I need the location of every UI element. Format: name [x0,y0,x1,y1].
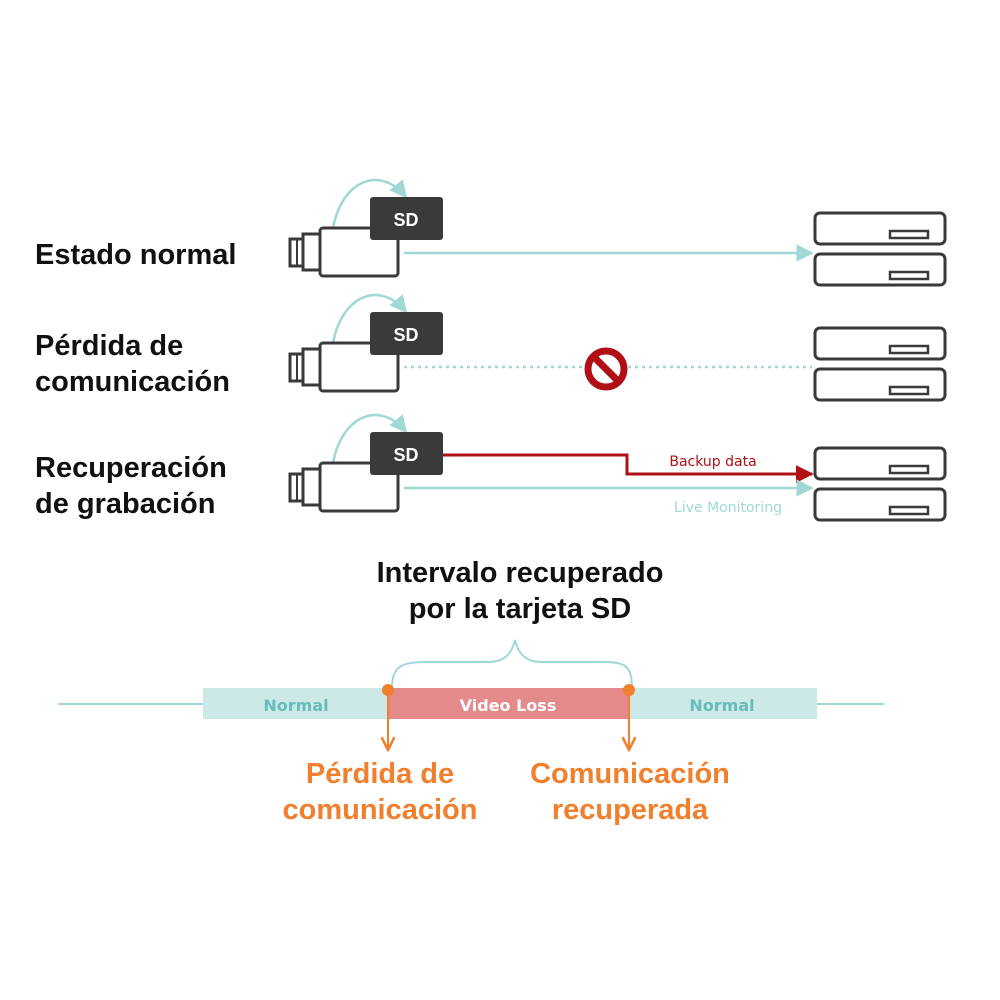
event-loss-label: Pérdida de comunicación [240,756,520,828]
row-normal: SD [288,178,947,287]
row-label-recovery-line-1: Recuperación [35,452,227,484]
normal-segment-left [203,688,388,719]
sd-card-label: SD [393,445,418,465]
prohibited-icon [584,347,628,391]
row-label-recovery-line-2: de grabación [35,488,216,520]
row-label-loss-line-2: comunicación [35,366,230,398]
event-loss-line-1: Pérdida de [305,758,455,790]
nvr-icon [813,326,947,402]
event-restored-line-1: Comunicación [530,758,730,790]
video-loss-label: Video Loss [460,696,557,715]
row-label-normal: Estado normal [35,237,236,273]
row-label-loss-line-1: Pérdida de [35,330,184,362]
interval-title: Intervalo recuperado por la tarjeta SD [320,555,720,627]
normal-right-label: Normal [689,696,754,715]
nvr-icon [813,211,947,287]
row-recovery: SD Backup data Live Monitoring [288,413,947,522]
backup-data-label: Backup data [669,454,756,470]
sd-card-label: SD [393,210,418,230]
live-monitoring-label: Live Monitoring [674,500,782,516]
normal-left-label: Normal [263,696,328,715]
restored-marker-dot [623,684,635,696]
row-label-recovery: Recuperación de grabación [35,450,227,522]
sd-card-label: SD [393,325,418,345]
sd-write-arrow [331,293,408,344]
sd-card: SD [370,197,443,240]
row-label-loss: Pérdida de comunicación [35,328,230,400]
event-restored-line-2: recuperada [551,794,709,826]
interval-title-line-1: Intervalo recuperado [376,557,664,589]
sd-card: SD [370,312,443,355]
row-loss: SD [288,293,947,402]
event-restored-label: Comunicación recuperada [490,756,770,828]
video-loss-segment [388,688,629,719]
normal-segment-right [629,688,817,719]
row-label-normal-line-1: Estado normal [35,239,237,271]
sd-write-arrow [331,413,408,464]
sd-card: SD [370,432,443,475]
timeline: Normal Video Loss Normal [58,684,884,750]
nvr-icon [813,446,947,522]
sd-write-arrow [331,178,408,229]
interval-title-line-2: por la tarjeta SD [408,593,632,625]
interval-brace [391,639,633,689]
loss-marker-dot [382,684,394,696]
backup-data-line [443,453,814,483]
event-loss-line-2: comunicación [282,794,478,826]
